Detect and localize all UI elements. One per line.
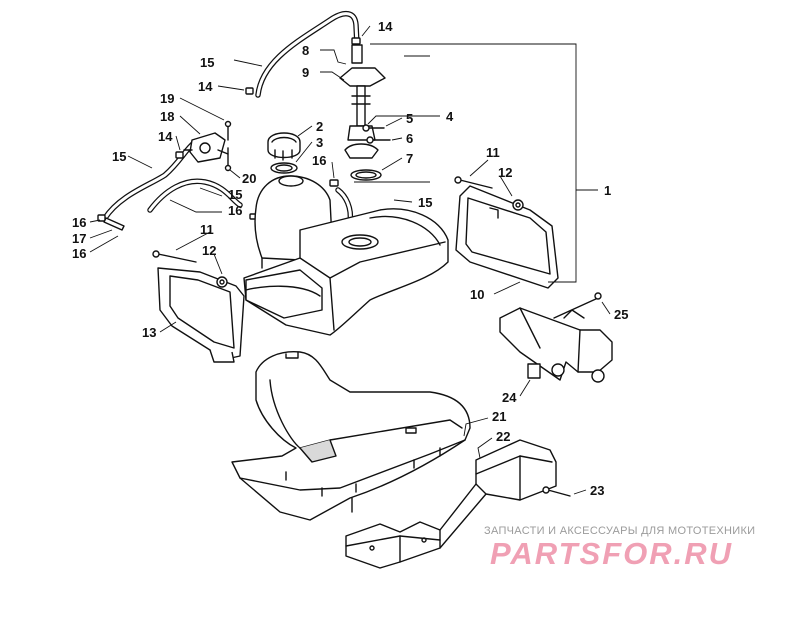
callout-25: 25 — [614, 307, 628, 322]
fuel-cap-2 — [267, 132, 301, 161]
callout-12a: 12 — [498, 165, 512, 180]
callout-16b: 16 — [228, 203, 242, 218]
callout-15b: 15 — [112, 149, 126, 164]
watermark-tagline: ЗАПЧАСТИ И АКСЕССУАРЫ ДЛЯ МОТОТЕХНИКИ — [484, 525, 756, 537]
tank-bracket-13 — [157, 267, 245, 363]
callout-18: 18 — [160, 109, 174, 124]
callout-24: 24 — [502, 390, 517, 405]
callout-15d: 15 — [418, 195, 432, 210]
leader-lines — [89, 25, 611, 495]
callout-19: 19 — [160, 91, 174, 106]
callout-22: 22 — [496, 429, 510, 444]
callout-14b: 14 — [198, 79, 213, 94]
screw-20 — [224, 147, 232, 172]
fuel-valve-18 — [183, 132, 229, 163]
fuel-pump-assembly — [339, 44, 386, 159]
tank-bracket-10 — [455, 185, 559, 289]
callout-12b: 12 — [202, 243, 216, 258]
screw-6 — [366, 136, 391, 144]
callout-13: 13 — [142, 325, 156, 340]
callout-11b: 11 — [200, 222, 214, 237]
nut-12-left — [216, 276, 228, 288]
callout-17: 17 — [72, 231, 86, 246]
seat-rail-22 — [345, 439, 557, 569]
callout-2: 2 — [316, 119, 323, 134]
screw-19 — [224, 120, 232, 141]
fuel-hose-15-lower — [147, 178, 243, 213]
callout-5: 5 — [406, 111, 413, 126]
callout-16d: 16 — [72, 246, 86, 261]
callout-3: 3 — [316, 135, 323, 150]
fuel-tank — [243, 175, 449, 336]
callout-20: 20 — [242, 171, 256, 186]
mount-bracket-24 — [499, 307, 613, 383]
callout-14c: 14 — [158, 129, 173, 144]
callout-6: 6 — [406, 131, 413, 146]
callout-23: 23 — [590, 483, 604, 498]
hose-clamp-16 — [97, 179, 339, 222]
callout-4: 4 — [446, 109, 454, 124]
gasket-7 — [350, 169, 382, 181]
nut-12-right — [512, 199, 524, 211]
callout-11a: 11 — [486, 145, 500, 160]
cap-gasket-3 — [270, 162, 298, 174]
bolt-25 — [553, 292, 602, 319]
callout-21: 21 — [492, 409, 506, 424]
callout-labels: 1 2 3 4 5 6 7 8 9 10 11 11 12 12 13 14 1… — [72, 19, 628, 498]
bolt-23 — [542, 486, 571, 497]
bolt-11-right — [454, 176, 493, 189]
callout-10: 10 — [470, 287, 484, 302]
callout-1: 1 — [604, 183, 611, 198]
callout-14a: 14 — [378, 19, 393, 34]
hose-clamp-14 — [175, 37, 361, 159]
callout-7: 7 — [406, 151, 413, 166]
watermark-logo: PARTSFOR.RU — [490, 536, 734, 571]
bolt-11-left — [152, 250, 197, 263]
fuel-hose-15-top — [255, 11, 360, 98]
callout-9: 9 — [302, 65, 309, 80]
callout-15c: 15 — [228, 187, 242, 202]
fitting-17 — [103, 217, 125, 231]
seat-tray-21 — [231, 351, 471, 521]
callout-8: 8 — [302, 43, 309, 58]
screw-5 — [362, 124, 385, 132]
callout-16a: 16 — [312, 153, 326, 168]
callout-16c: 16 — [72, 215, 86, 230]
callout-15a: 15 — [200, 55, 214, 70]
